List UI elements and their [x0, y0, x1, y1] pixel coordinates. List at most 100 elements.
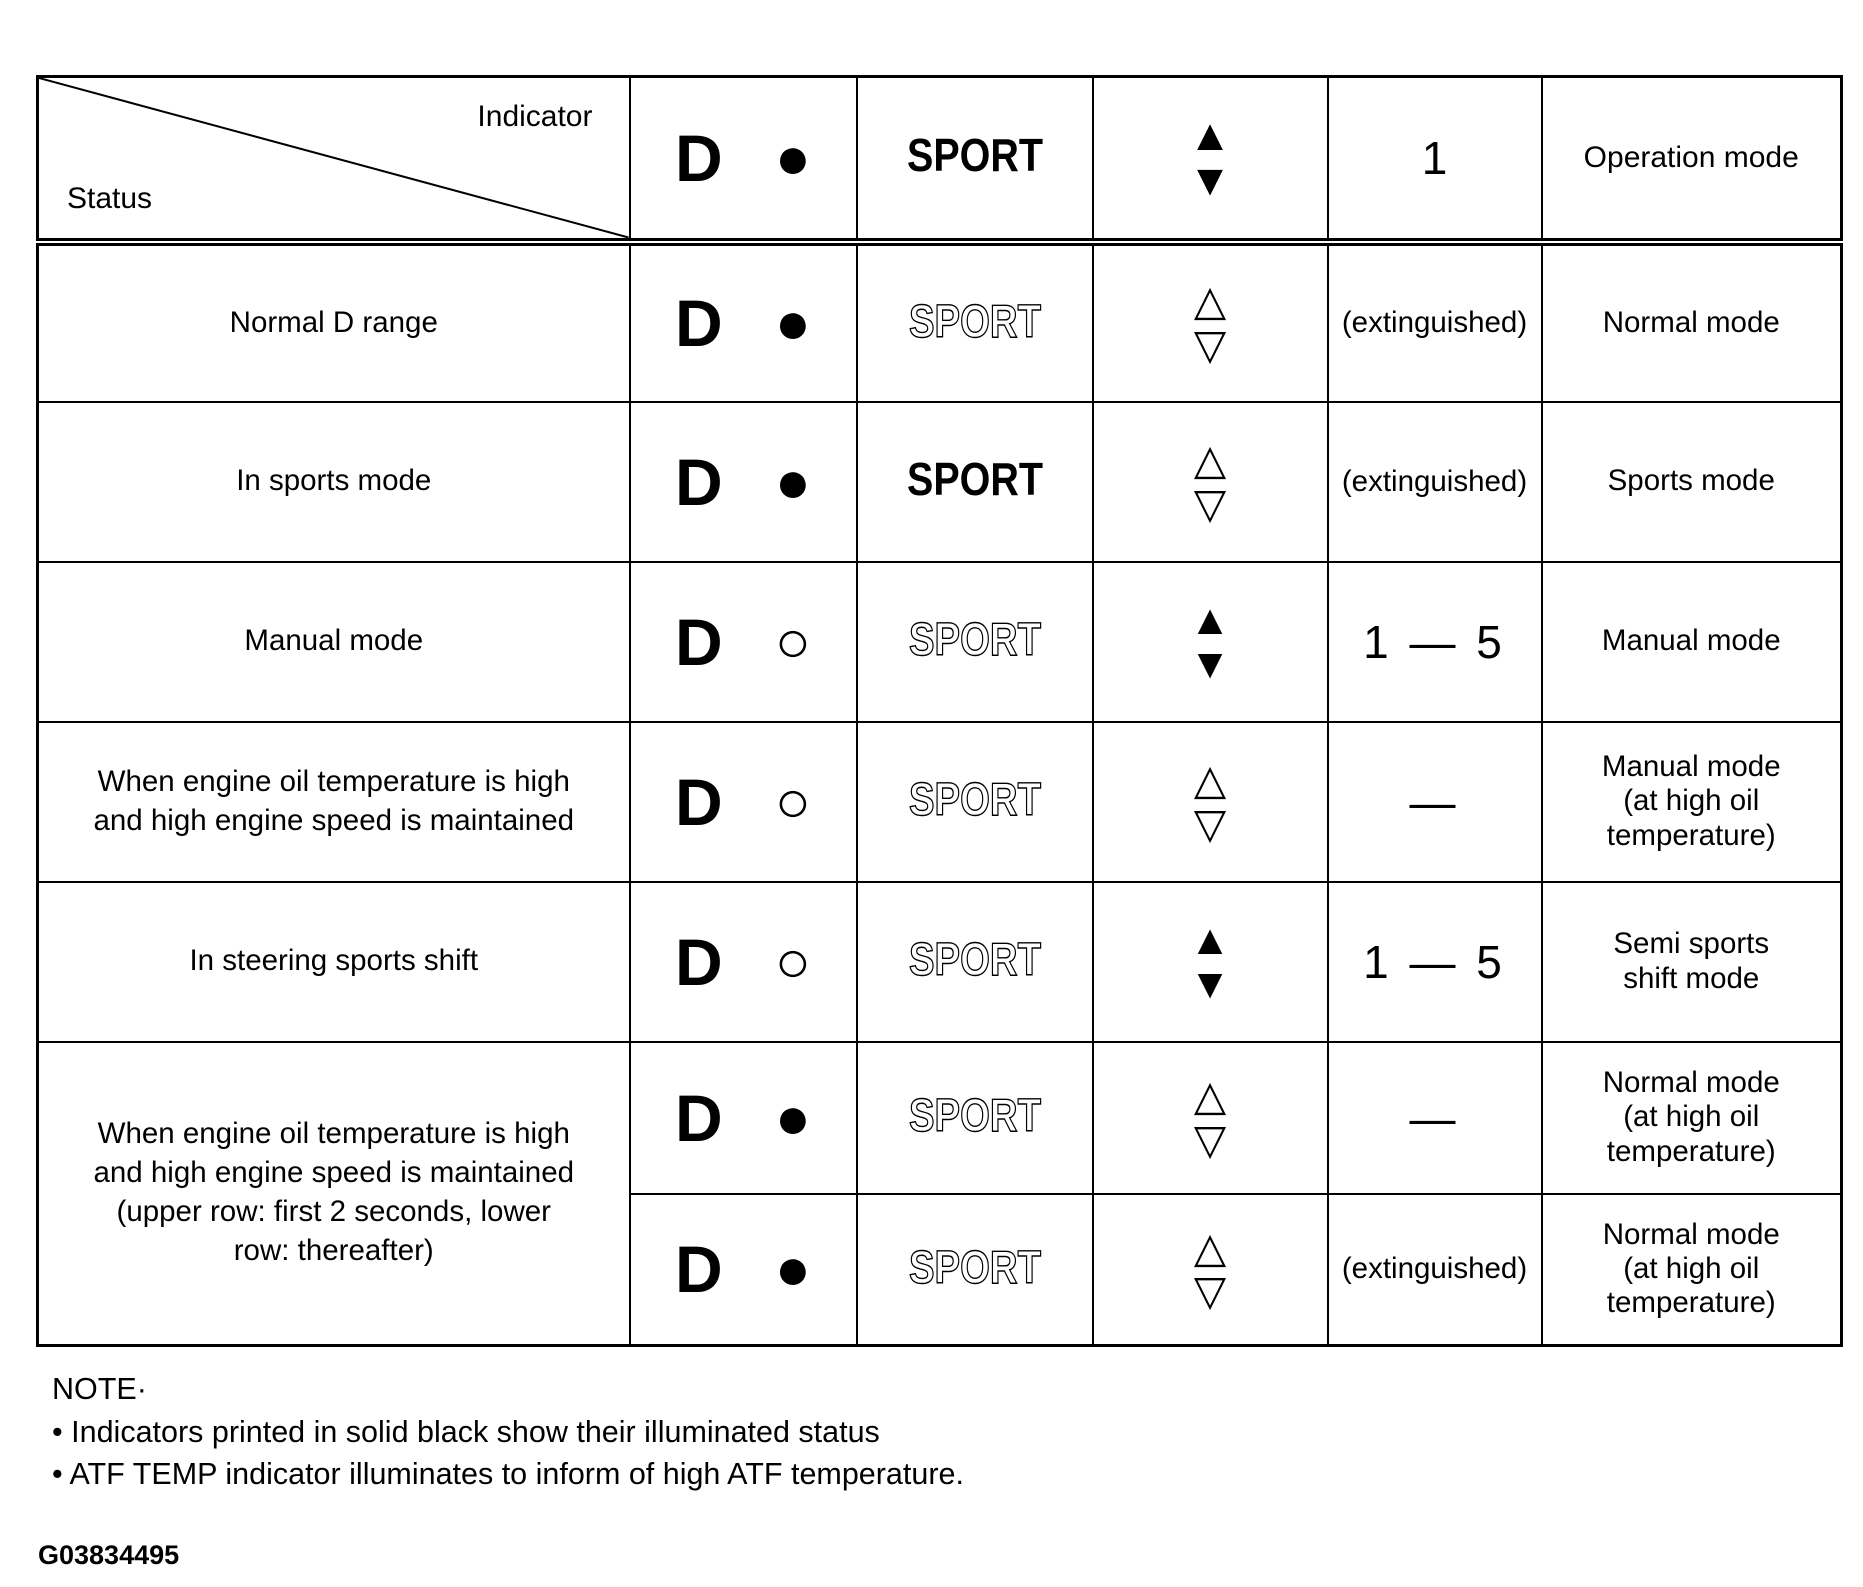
shift-arrows-indicator: ▲ ▼ — [1095, 110, 1326, 205]
status-cell: When engine oil temperature is high and … — [36, 1040, 631, 1347]
sport-text: SPORT — [909, 295, 1041, 347]
gear-position-cell: 1 — 5 — [1326, 560, 1543, 723]
shift-arrows-cell: △ ▽ — [1091, 1192, 1329, 1347]
down-arrow-icon: ▽ — [1193, 1267, 1227, 1315]
d-indicator: D — [675, 764, 723, 839]
up-arrow-icon: △ — [1193, 1223, 1227, 1271]
gear-position-text: — — [1409, 1091, 1460, 1144]
up-arrow-icon: △ — [1193, 277, 1227, 325]
operation-mode-text: Sports mode — [1607, 464, 1775, 498]
sport-indicator: SPORT — [885, 1241, 1065, 1293]
sport-text: SPORT — [909, 773, 1041, 825]
up-arrow-icon: ▲ — [1189, 595, 1231, 643]
sport-indicator-cell: SPORT — [855, 1192, 1094, 1347]
note-bullet: • ATF TEMP indicator illuminates to info… — [52, 1457, 964, 1492]
status-text: When engine oil temperature is high and … — [93, 764, 575, 837]
d-indicator-group: D ○ — [632, 924, 855, 999]
operation-mode-cell: Manual mode (at high oil temperature) — [1540, 720, 1843, 883]
gear-position-text: 1 — 5 — [1363, 935, 1506, 988]
table-row: In sports mode D ● SPORT △ ▽ — [36, 400, 1843, 563]
table-row: When engine oil temperature is high and … — [36, 1040, 1843, 1347]
up-arrow-icon: △ — [1193, 1071, 1227, 1119]
sport-indicator: SPORT — [885, 613, 1065, 665]
sport-indicator: SPORT — [885, 1089, 1065, 1141]
note-bullet: • Indicators printed in solid black show… — [52, 1414, 880, 1449]
header-row: Indicator Status D ● SPORT ▲ ▼ — [36, 75, 1843, 246]
shift-arrows-indicator: △ ▽ — [1095, 277, 1326, 368]
d-indicator-cell: D ● — [628, 1192, 858, 1347]
operation-mode-text: Normal mode (at high oil temperature) — [1602, 1217, 1780, 1320]
figure-id: G03834495 — [38, 1540, 180, 1570]
d-indicator: D — [675, 1232, 723, 1307]
shift-arrows-cell: △ ▽ — [1091, 240, 1329, 403]
d-indicator-group: D ● — [632, 1080, 855, 1155]
down-arrow-icon: ▼ — [1188, 155, 1232, 205]
note-title: NOTE· — [52, 1372, 147, 1406]
gear-position-cell: 1 — 5 — [1326, 880, 1543, 1043]
d-indicator-group: D ○ — [632, 764, 855, 839]
sport-indicator-cell: SPORT — [855, 720, 1094, 883]
d-indicator-group: D ● — [632, 1232, 855, 1307]
header-sport-indicator-cell: SPORT — [855, 75, 1094, 246]
d-dot-indicator: ○ — [774, 607, 811, 675]
header-shift-arrows-cell: ▲ ▼ — [1091, 75, 1329, 246]
shift-arrows-cell: ▲ ▼ — [1091, 880, 1329, 1043]
d-indicator-cell: D ● — [628, 400, 858, 563]
down-arrow-icon: ▽ — [1193, 479, 1227, 527]
operation-mode-cell: Normal mode (at high oil temperature) — [1540, 1040, 1843, 1195]
shift-arrows-indicator: △ ▽ — [1095, 1223, 1326, 1315]
gear-position-text: (extinguished) — [1341, 306, 1528, 339]
table-row: In steering sports shift D ○ SPORT ▲ ▼ — [36, 880, 1843, 1043]
shift-arrows-indicator: ▲ ▼ — [1095, 595, 1326, 684]
gear-position-cell: (extinguished) — [1326, 400, 1543, 563]
sport-indicator: SPORT — [885, 129, 1065, 181]
d-dot-indicator: ● — [774, 123, 811, 191]
sport-text: SPORT — [909, 1241, 1041, 1293]
d-dot-indicator: ● — [774, 1235, 811, 1303]
indicator-status-table: Indicator Status D ● SPORT ▲ ▼ — [36, 75, 1843, 1347]
down-arrow-icon: ▽ — [1193, 321, 1227, 368]
up-arrow-icon: ▲ — [1188, 110, 1232, 160]
operation-mode-cell: Normal mode (at high oil temperature) — [1540, 1192, 1843, 1347]
status-text: Normal D range — [229, 305, 438, 339]
d-indicator: D — [675, 1080, 723, 1155]
operation-mode-cell: Normal mode — [1540, 240, 1843, 403]
gear-position-cell: — — [1326, 720, 1543, 883]
status-cell: Normal D range — [36, 240, 631, 403]
shift-arrows-cell: △ ▽ — [1091, 1040, 1329, 1195]
down-arrow-icon: ▽ — [1193, 799, 1227, 847]
gear-position-text: (extinguished) — [1341, 464, 1528, 498]
operation-mode-label: Operation mode — [1583, 140, 1799, 174]
operation-mode-text: Semi sports shift mode — [1613, 927, 1770, 995]
d-indicator: D — [675, 444, 723, 519]
d-indicator: D — [675, 924, 723, 999]
shift-arrows-cell: △ ▽ — [1091, 720, 1329, 883]
sport-text: SPORT — [909, 1089, 1041, 1141]
status-text: When engine oil temperature is high and … — [93, 1117, 575, 1268]
down-arrow-icon: ▼ — [1189, 959, 1231, 1007]
sport-text: SPORT — [909, 613, 1041, 665]
d-dot-indicator: ● — [774, 447, 811, 515]
operation-mode-text: Manual mode — [1601, 624, 1781, 658]
shift-arrows-indicator: △ ▽ — [1095, 759, 1326, 847]
header-gear-position-cell: 1 — [1326, 75, 1543, 246]
gear-position-text: (extinguished) — [1341, 1252, 1528, 1286]
operation-mode-text: Normal mode (at high oil temperature) — [1602, 1066, 1780, 1168]
gear-position-cell: (extinguished) — [1326, 240, 1543, 403]
corner-status-label: Status — [67, 181, 153, 215]
d-indicator-group: D ● — [632, 286, 855, 360]
gear-position-cell: — — [1326, 1040, 1543, 1195]
sport-text: SPORT — [907, 129, 1043, 181]
note-block: NOTE· • Indicators printed in solid blac… — [52, 1368, 964, 1496]
d-dot-indicator: ● — [774, 1083, 811, 1151]
d-indicator-cell: D ● — [628, 1040, 858, 1195]
d-indicator-group: D ● — [632, 444, 855, 519]
d-indicator-cell: D ○ — [628, 560, 858, 723]
operation-mode-cell: Semi sports shift mode — [1540, 880, 1843, 1043]
up-arrow-icon: ▲ — [1189, 915, 1231, 963]
d-indicator: D — [675, 286, 723, 360]
corner-indicator-label: Indicator — [477, 100, 593, 133]
table-row: Manual mode D ○ SPORT ▲ ▼ — [36, 560, 1843, 723]
gear-position-text: 1 — 5 — [1363, 615, 1506, 668]
